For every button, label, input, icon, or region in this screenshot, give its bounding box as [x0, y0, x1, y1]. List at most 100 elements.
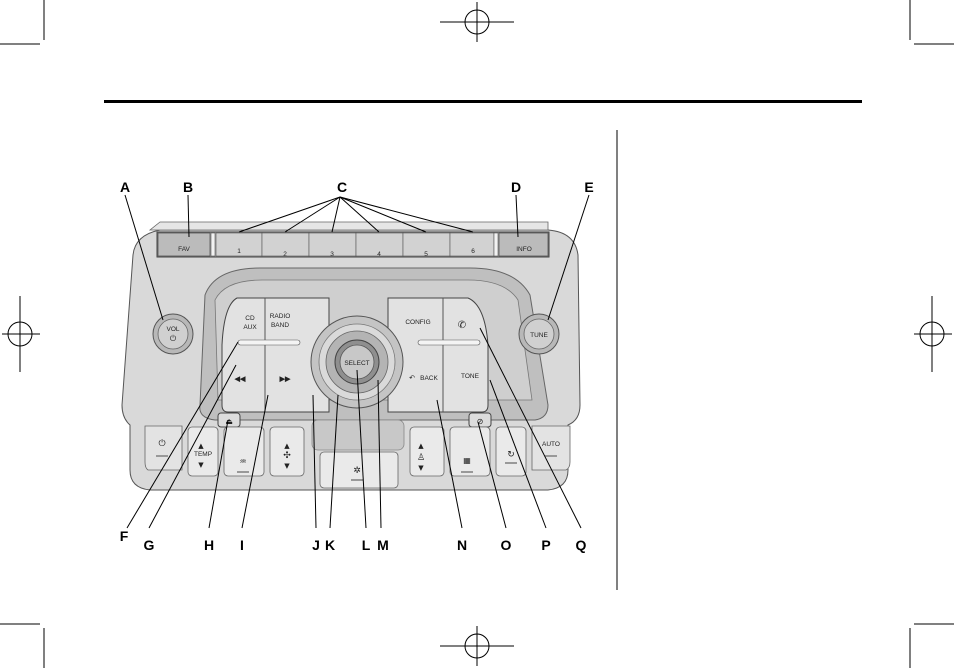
volume-knob[interactable]: VOL ⏻	[153, 314, 193, 354]
air-down-icon: ▼	[418, 464, 424, 472]
defrost-icon: ♒	[239, 457, 246, 466]
auto-button[interactable]: AUTO	[532, 426, 570, 470]
callout-c: C	[337, 179, 347, 195]
preset-button-5[interactable]: 5	[403, 233, 450, 258]
rear-defrost-button[interactable]: ▦	[450, 427, 490, 476]
callout-p: P	[541, 537, 550, 553]
climate-power-button[interactable]: ⏻	[145, 426, 182, 470]
aux-label: AUX	[243, 324, 257, 331]
callout-a: A	[120, 179, 130, 195]
vol-label: VOL	[166, 326, 179, 333]
callout-n: N	[457, 537, 467, 553]
tune-label: TUNE	[530, 332, 548, 339]
eject-button[interactable]: ⏏	[218, 413, 240, 427]
preset-5-label: 5	[424, 251, 428, 258]
info-button[interactable]: INFO	[499, 233, 548, 256]
preset-1-label: 1	[237, 248, 241, 255]
back-arrow-icon: ↶	[409, 374, 415, 382]
right-cluster-light-bar	[418, 340, 480, 345]
info-label: INFO	[516, 246, 532, 253]
fan-speed-rocker[interactable]: ▲ ✣ ▼	[270, 427, 304, 476]
callout-i: I	[240, 537, 244, 553]
power-icon: ⏻	[170, 334, 177, 343]
radio-label: RADIO	[270, 313, 291, 320]
temp-label: TEMP	[194, 451, 212, 458]
sync-icon: ↻	[507, 450, 515, 460]
seated-occupant-icon: ♙	[417, 453, 425, 463]
callout-j: J	[312, 537, 320, 553]
storage-recess	[312, 420, 404, 450]
preset-4-label: 4	[377, 251, 381, 258]
recirculation-button[interactable]: ✲	[320, 452, 398, 488]
temp-up-icon: ▲	[198, 442, 204, 450]
callout-l: L	[362, 537, 371, 553]
tone-label: TONE	[461, 373, 480, 380]
callout-b: B	[183, 179, 193, 195]
driver-temp-rocker[interactable]: ▲ TEMP ▼	[188, 427, 218, 476]
rear-defrost-icon: ▦	[463, 456, 471, 465]
preset-button-1[interactable]: 1	[216, 233, 262, 256]
air-mode-indicator	[351, 479, 363, 481]
registration-mark-bottom	[440, 626, 514, 666]
band-label: BAND	[271, 322, 289, 329]
preset-separator-right	[494, 233, 498, 256]
preset-button-3[interactable]: 3	[309, 233, 356, 258]
phone-icon: ✆	[458, 320, 466, 331]
preset-6-label: 6	[471, 248, 475, 255]
defrost-button[interactable]: ♒	[224, 427, 264, 476]
defrost-indicator	[237, 471, 249, 473]
preset-bar: FAV 1 2 3 4 5 6 INFO	[157, 232, 549, 258]
left-cluster-light-bar	[238, 340, 300, 345]
seek-forward-icon: ▶▶	[279, 376, 291, 383]
back-label: BACK	[420, 375, 438, 382]
tone-button[interactable]: TONE	[461, 373, 480, 380]
callout-d: D	[511, 179, 521, 195]
callout-e: E	[584, 179, 593, 195]
temp-down-icon: ▼	[198, 461, 204, 469]
seek-forward-button[interactable]: ▶▶	[279, 376, 291, 383]
preset-3-label: 3	[330, 251, 334, 258]
cd-label: CD	[245, 315, 255, 322]
rear-defrost-indicator	[461, 471, 473, 473]
fan-icon: ✣	[283, 451, 291, 461]
eject-icon: ⏏	[225, 417, 233, 426]
back-button[interactable]: ↶ BACK	[409, 374, 438, 382]
callout-m: M	[377, 537, 389, 553]
preset-button-6[interactable]: 6	[450, 233, 494, 256]
preset-button-4[interactable]: 4	[356, 233, 403, 258]
seek-back-button[interactable]: ◀◀	[234, 376, 246, 383]
fan-down-icon: ▼	[284, 462, 290, 470]
clock-icon: ⊘	[477, 417, 484, 426]
callout-o: O	[501, 537, 512, 553]
air-delivery-rocker[interactable]: ▲ ♙ ▼	[410, 427, 444, 476]
phone-button[interactable]: ✆	[458, 320, 466, 331]
fav-label: FAV	[178, 246, 190, 253]
tune-knob[interactable]: TUNE	[519, 314, 559, 354]
sync-indicator	[505, 462, 517, 464]
fav-button[interactable]: FAV	[158, 233, 210, 256]
header-rule	[104, 100, 862, 103]
climate-power-indicator	[156, 455, 168, 457]
preset-2-label: 2	[283, 251, 287, 258]
config-button[interactable]: CONFIG	[405, 319, 430, 326]
preset-separator-left	[211, 233, 215, 256]
callout-q: Q	[576, 537, 587, 553]
callout-g: G	[144, 537, 155, 553]
select-knob[interactable]: SELECT	[311, 316, 403, 408]
fan-up-icon: ▲	[284, 442, 290, 450]
preset-button-2[interactable]: 2	[262, 233, 309, 258]
air-mode-icon: ✲	[353, 466, 361, 476]
config-label: CONFIG	[405, 319, 430, 326]
auto-label: AUTO	[542, 441, 560, 448]
clock-button[interactable]: ⊘	[469, 413, 491, 427]
air-up-icon: ▲	[418, 442, 424, 450]
seek-back-icon: ◀◀	[234, 376, 246, 383]
callout-h: H	[204, 537, 214, 553]
auto-indicator	[545, 455, 557, 457]
climate-power-icon: ⏻	[158, 438, 165, 449]
select-label: SELECT	[344, 360, 369, 367]
callout-k: K	[325, 537, 335, 553]
registration-mark-left	[2, 296, 40, 372]
right-cluster: CONFIG ✆ ↶ BACK TONE	[388, 298, 488, 412]
